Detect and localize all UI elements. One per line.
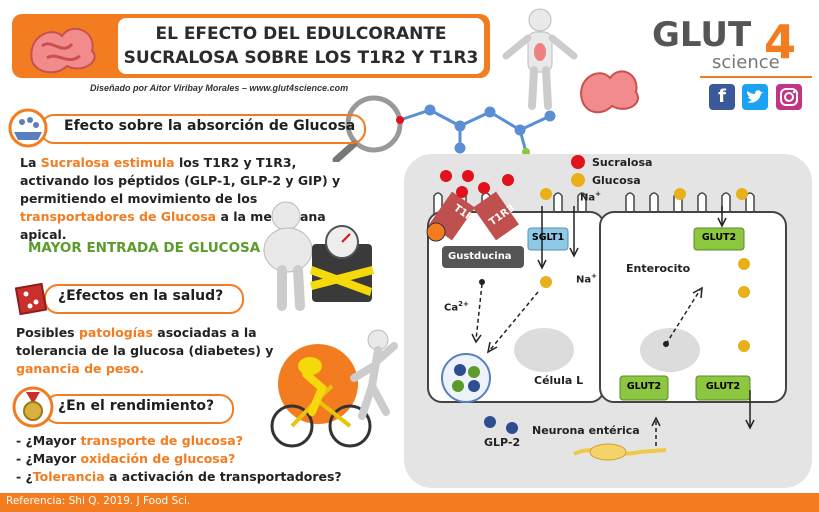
b3-hl: Tolerancia (32, 469, 105, 484)
p1-sucralosa: Sucralosa estimula (40, 155, 175, 170)
p1-transport: transportadores de Glucosa (20, 209, 217, 224)
section1-highlight: MAYOR ENTRADA DE GLUCOSA (28, 240, 261, 256)
na-bottom-text: Na (576, 274, 592, 286)
gustducina-label: Gustducina (448, 251, 512, 262)
glut2-top-label: GLUT2 (701, 232, 737, 243)
bullet-2: - ¿Mayor oxidación de glucosa? (16, 450, 235, 468)
bullet-1: - ¿Mayor transporte de glucosa? (16, 432, 243, 450)
legend-sucralose-label: Sucralosa (592, 156, 653, 169)
p1-mid: los T1R2 y T1R3, activando los péptidos … (20, 155, 341, 206)
glut4-logo: GLUT 4 science (652, 15, 796, 73)
section1-paragraph: La Sucralosa estimula los T1R2 y T1R3, a… (20, 154, 360, 244)
neurona-enterica-label: Neurona entérica (532, 424, 640, 437)
ca-sup: 2+ (458, 300, 469, 308)
ca-label: Ca2+ (444, 300, 469, 313)
cyclist-figure-icon (270, 329, 398, 448)
page-title-line1: EL EFECTO DEL EDULCORANTE (155, 24, 447, 44)
health-cube-icon (14, 282, 48, 316)
intestine-icon (30, 27, 96, 74)
p2-mid: asociadas a la tolerancia de la glucosa … (16, 325, 274, 358)
logo-underline (700, 76, 812, 78)
twitter-icon[interactable] (742, 84, 768, 110)
ca-text: Ca (444, 302, 459, 314)
na-top-text: Na (580, 192, 596, 204)
glucose-absorption-icon (8, 108, 48, 148)
human-figure-icon (502, 8, 578, 110)
sglt1-label: SGLT1 (531, 232, 565, 243)
glut2-basolateral-1-label: GLUT2 (626, 381, 662, 392)
cell-diagram (426, 155, 787, 461)
section2-heading: ¿Efectos en la salud? (58, 288, 224, 304)
weight-scale-figure-icon (263, 201, 374, 311)
sucralose-molecule-icon (332, 95, 556, 162)
svg-text:GLUT: GLUT (652, 15, 752, 55)
na-bottom-sup: + (591, 272, 597, 280)
b3-post: a activación de transportadores? (104, 469, 342, 484)
credit-text: Diseñado por Aitor Viribay Morales – www… (90, 83, 349, 93)
b1-hl: transporte de glucosa? (80, 433, 243, 448)
p2-ganancia: ganancia de peso. (16, 361, 145, 376)
reference-bar (0, 493, 819, 512)
page-title-line2: SUCRALOSA SOBRE LOS T1R2 Y T1R3 (123, 48, 479, 68)
title-panel (118, 18, 484, 74)
b1-pre: - ¿Mayor (16, 433, 81, 448)
b2-pre: - ¿Mayor (16, 451, 81, 466)
section3-heading: ¿En el rendimiento? (58, 398, 215, 414)
p2-patologias: patologías (78, 325, 153, 340)
facebook-icon[interactable]: f (709, 84, 735, 110)
b3-pre: - ¿ (16, 469, 33, 484)
enterocito-label: Enterocito (626, 262, 691, 275)
na-top-sup: + (595, 190, 601, 198)
b2-hl: oxidación de glucosa? (80, 451, 236, 466)
p2-start: Posibles (16, 325, 79, 340)
medal-icon (12, 386, 54, 428)
reference-text: Referencia: Shi Q. 2019. J Food Sci. (6, 495, 191, 507)
p1-la: La (20, 155, 41, 170)
svg-text:4: 4 (764, 15, 796, 69)
section2-paragraph: Posibles patologías asociadas a la toler… (16, 324, 276, 378)
bullet-3: - ¿Tolerancia a activación de transporta… (16, 468, 342, 486)
svg-text:science: science (712, 52, 780, 73)
section1-heading: Efecto sobre la absorción de Glucosa (64, 118, 356, 134)
na-bottom-label: Na+ (576, 272, 597, 285)
instagram-icon[interactable] (776, 84, 802, 110)
na-top-label: Na+ (580, 190, 601, 203)
glp2-label: GLP-2 (484, 436, 521, 449)
intestine-small-icon (580, 70, 639, 114)
glut2-basolateral-2-label: GLUT2 (705, 381, 741, 392)
legend-glucose-label: Glucosa (592, 174, 641, 187)
celula-l-label: Célula L (534, 374, 584, 387)
